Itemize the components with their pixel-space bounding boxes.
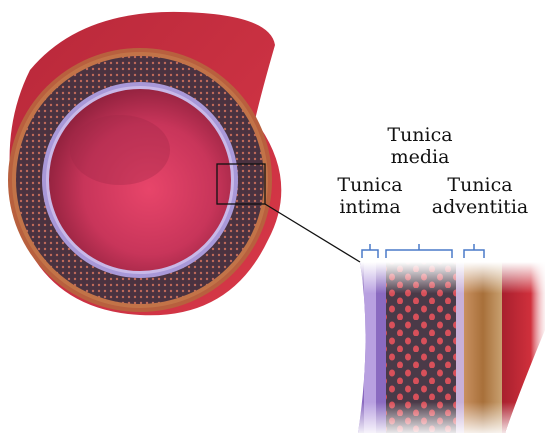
zoom-connector bbox=[264, 203, 361, 263]
bracket-adventitia bbox=[463, 244, 485, 258]
zoom-box bbox=[216, 163, 266, 205]
detail-section bbox=[358, 262, 545, 433]
label-tunica-adventitia: Tunica adventitia bbox=[431, 174, 529, 218]
bracket-intima bbox=[361, 244, 379, 258]
label-tunica-media: Tunica media bbox=[387, 124, 453, 168]
label-tunica-intima: Tunica intima bbox=[337, 174, 403, 218]
artery-lumen bbox=[49, 89, 231, 271]
bracket-media bbox=[385, 244, 453, 258]
